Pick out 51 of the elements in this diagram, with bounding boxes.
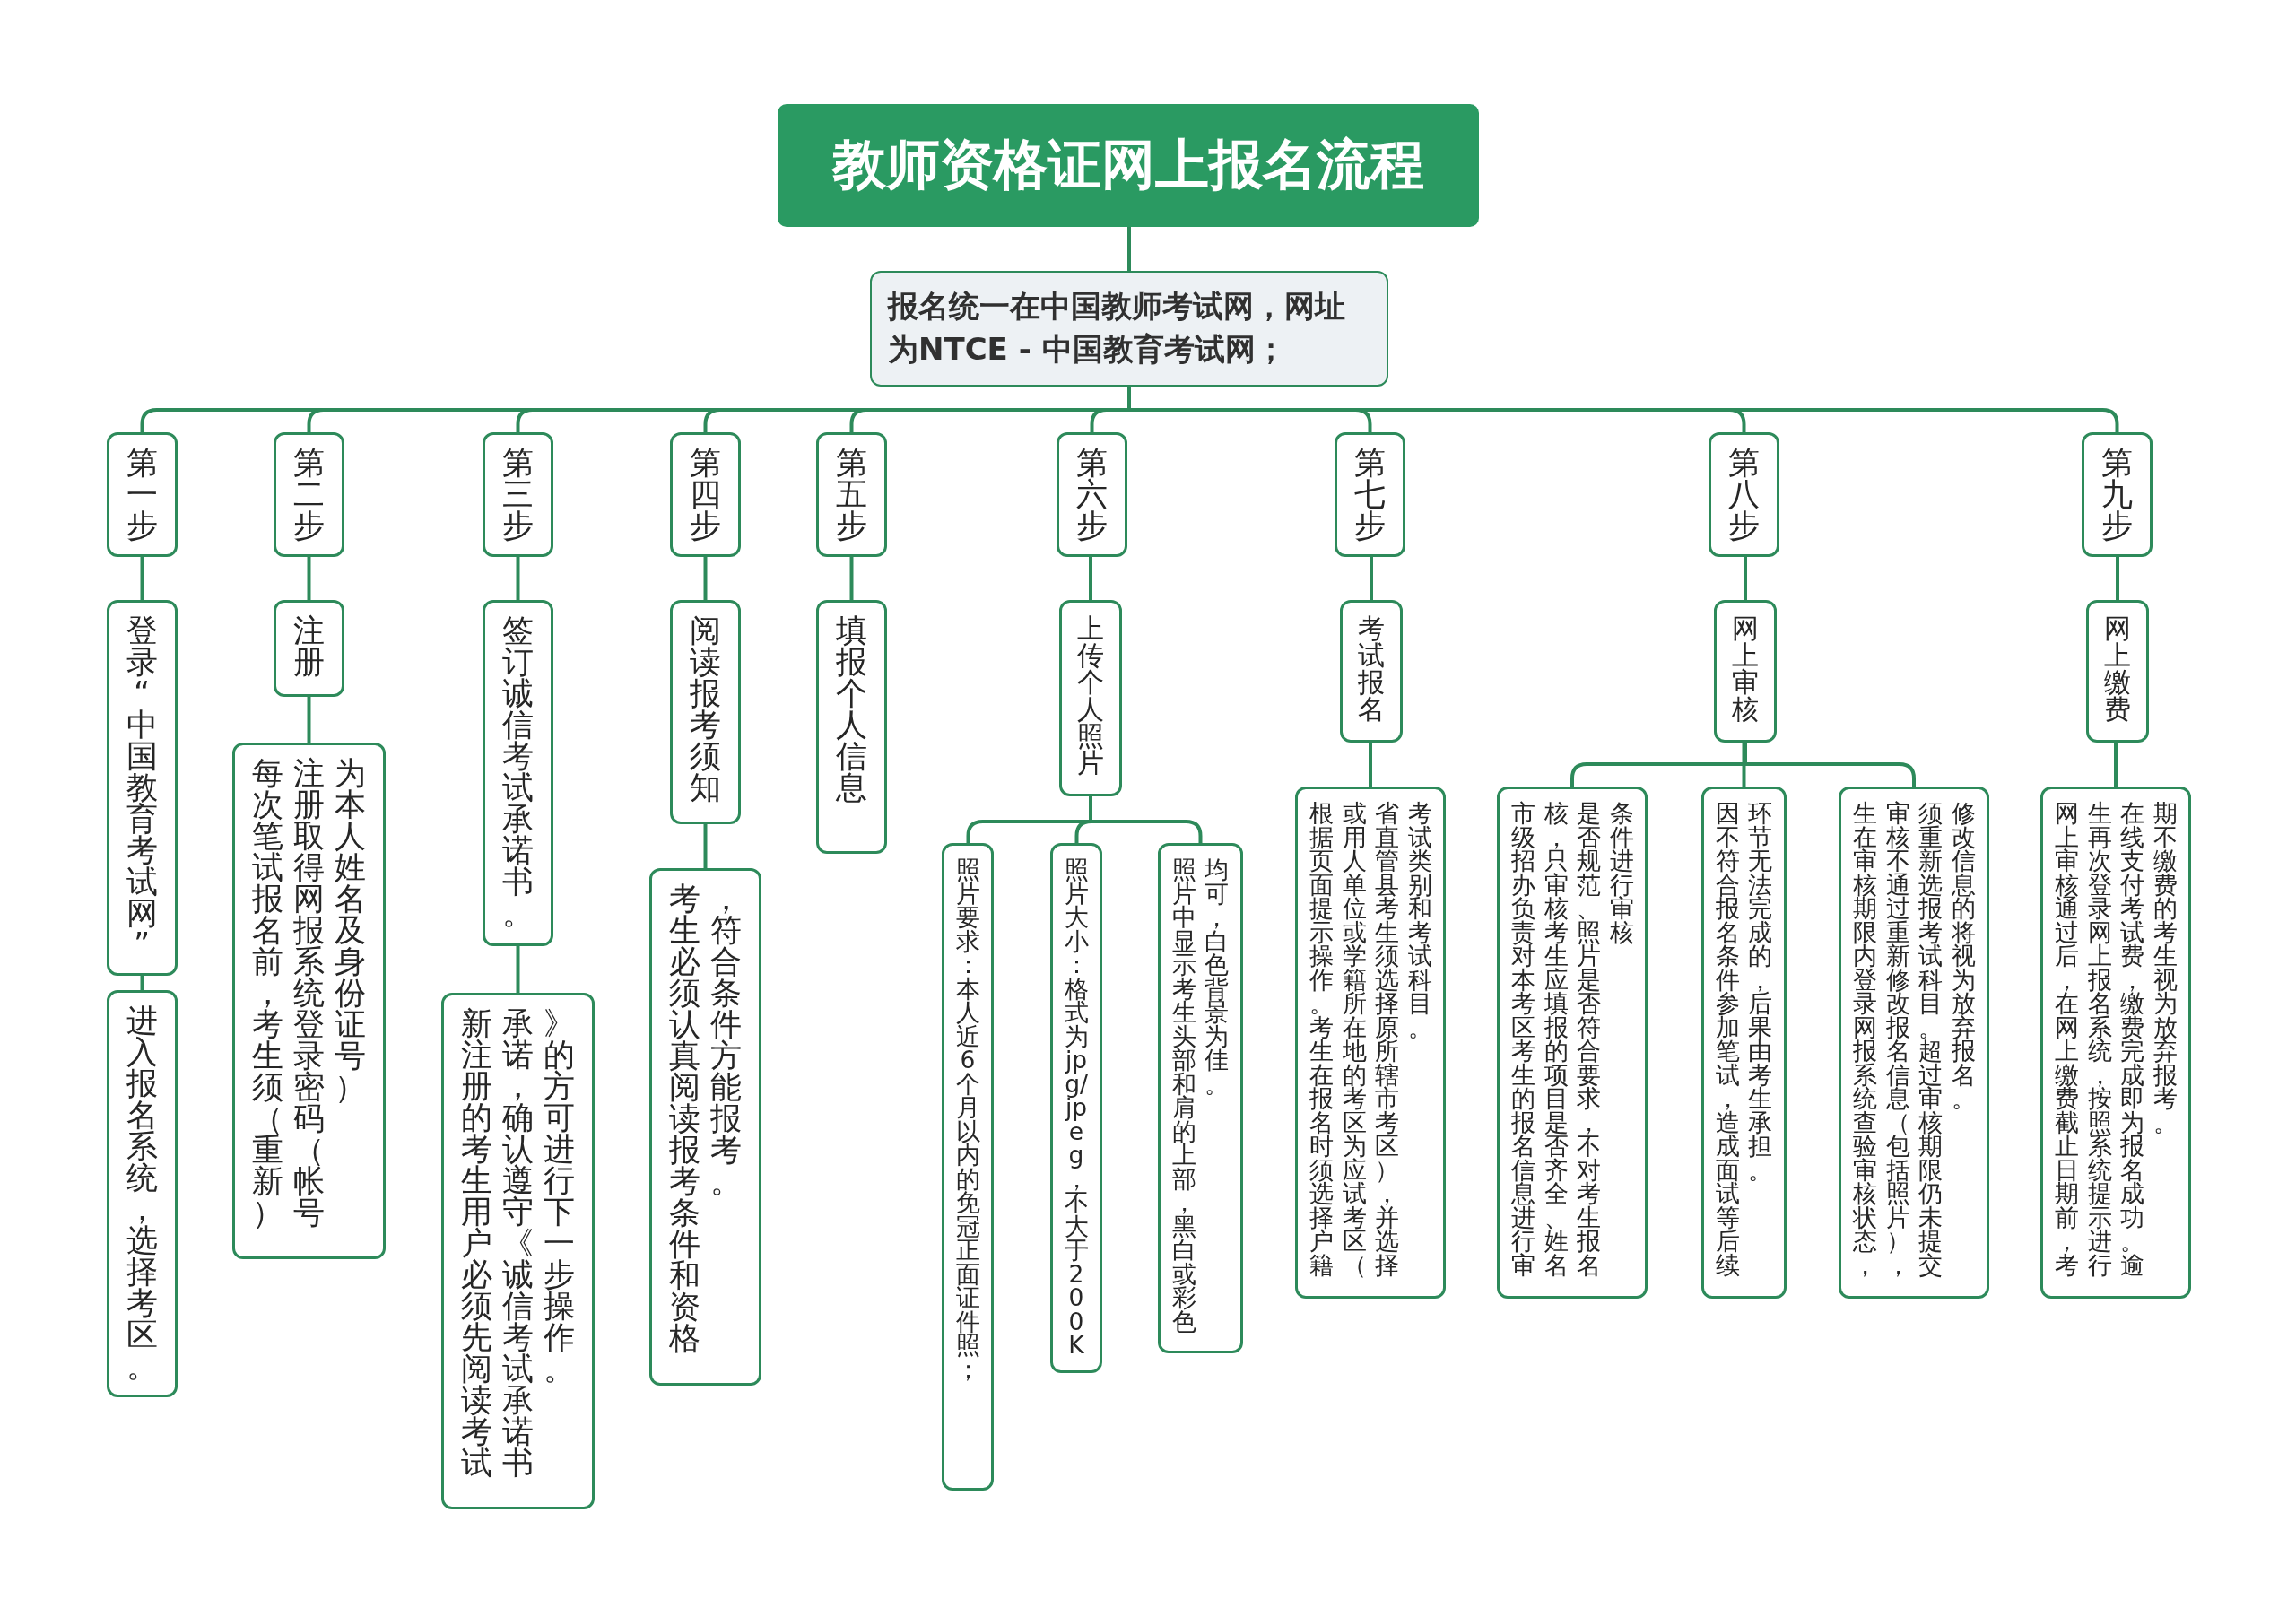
step-box: 第四步 xyxy=(669,432,741,557)
topic-box: 阅读报考须知 xyxy=(669,600,741,824)
connector-line xyxy=(703,557,708,600)
connector-line xyxy=(140,976,144,990)
connector-line xyxy=(516,946,520,993)
topic-box: 注册 xyxy=(273,600,344,697)
topic-box: 网上审核 xyxy=(1714,600,1777,743)
note-box: 根据页面提示操作。考生在报名时须选择户籍或用人单位或学籍所在地的考区为应试考区（省直管县考生须选择原所辖市考区），并选择考试类别和考试科目。 xyxy=(1295,787,1446,1299)
note-box: 生在审核期限内登录网报系统查验审核状态，审核不通过重新修改报名信息（包括照片），须重新选报考试科目。超过审核期限仍未提交修改信息的将视为放弃报名。 xyxy=(1839,787,1989,1299)
connector-line xyxy=(1744,743,1916,787)
topic-box: 考试报名 xyxy=(1340,600,1403,743)
step-box: 第五步 xyxy=(815,432,887,557)
connector-line xyxy=(1370,557,1373,600)
step-box: 第九步 xyxy=(2081,432,2152,557)
note-box: 因不符合报名条件参加笔试，造成面试等后续环节无法完成的，后果由考生承担。 xyxy=(1700,787,1787,1299)
note-box: 照片中显示考生头部和肩的上部，黑白或彩色均可，白色背景为佳。 xyxy=(1157,843,1243,1353)
note-box: 新注册的考生用户必须先阅读考试承诺，确认遵守《诚信考试承诺书》的方可进行下一步操作。 xyxy=(440,993,595,1509)
step-box: 第八步 xyxy=(1708,432,1779,557)
topic-box: 上传个人照片 xyxy=(1059,600,1122,796)
note-box: 照片大小：格式为jpg/jpeg，不大于200K xyxy=(1049,843,1103,1373)
note-box: 网上审核通过后，在网上缴费截止日期前，考生再次登录网上报名系统，按照系统提示进行在线支付考试费，缴费完成即为报名成功。逾期不缴费的考生视为放弃报考。 xyxy=(2040,787,2191,1299)
connector-line xyxy=(703,824,708,868)
step-box: 第一步 xyxy=(106,432,178,557)
connector-line xyxy=(1127,227,1131,271)
connector-line xyxy=(2114,743,2118,787)
topic-box: 网上缴费 xyxy=(2086,600,2149,743)
connector-line xyxy=(1089,796,1203,843)
connector-line xyxy=(140,557,144,600)
connector-line xyxy=(1089,557,1092,600)
connector-line xyxy=(307,557,311,600)
title-banner: 教师资格证网上报名流程 xyxy=(778,104,1479,227)
step-box: 第二步 xyxy=(273,432,344,557)
info-box: 报名统一在中国教师考试网，网址为NTCE - 中国教育考试网； xyxy=(870,271,1388,387)
step-box: 第三步 xyxy=(482,432,553,557)
note-box: 市级招办负责对本考区考生的报名信息进行审核，只审核考生应填报的项目是否齐全、姓名是否规范、照片是否符合要求，不对考生报名条件进行审核 xyxy=(1497,787,1648,1299)
step-box: 第七步 xyxy=(1334,432,1405,557)
connector-line xyxy=(2116,557,2119,600)
note-box: 照片要求：本人近6个月以内的免冠正面证件照； xyxy=(941,843,995,1491)
connector-line xyxy=(307,697,311,743)
connector-line xyxy=(1742,743,1746,787)
topic-box: 签订诚信考试承诺书。 xyxy=(482,600,553,946)
connector-line xyxy=(849,557,854,600)
connector-line xyxy=(1369,743,1372,787)
note-box: 进入报名系统，选择考区。 xyxy=(106,990,178,1397)
connector-line xyxy=(516,557,520,600)
connector-line xyxy=(1744,557,1747,600)
topic-box: 填报个人信息 xyxy=(815,600,887,854)
note-box: 每次笔试报名前，考生须（重新）注册取得网报系统登录密码（帐号为本人姓名及身份证号） xyxy=(231,743,386,1259)
topic-box: 登录“中国教育考试网” xyxy=(106,600,178,976)
note-box: 考生必须认真阅读报考条件和资格，符合条件方能报考。 xyxy=(648,868,761,1386)
step-box: 第六步 xyxy=(1056,432,1127,557)
